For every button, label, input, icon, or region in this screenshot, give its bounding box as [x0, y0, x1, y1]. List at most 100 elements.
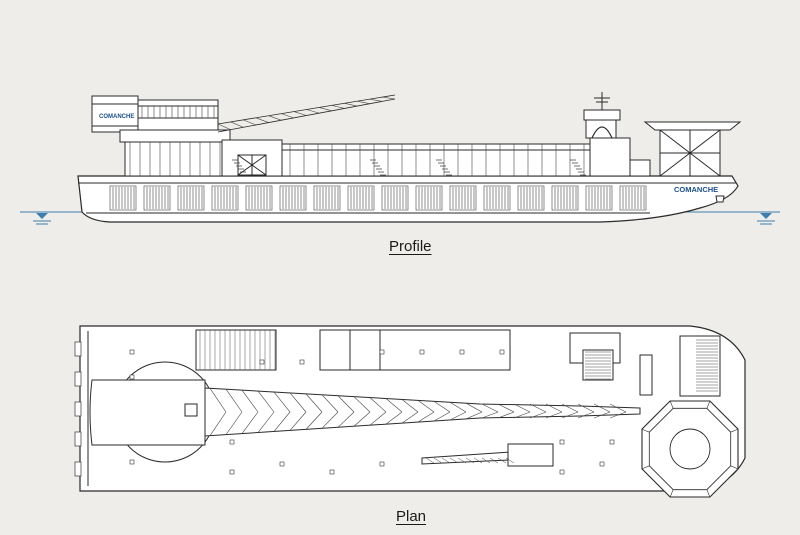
helideck-segment: [641, 428, 650, 433]
boom-plan-member: [561, 403, 579, 413]
plan-view: [74, 325, 746, 498]
boom-plan-member: [273, 391, 291, 413]
helideck-plan: [641, 400, 739, 498]
boom-plan-member: [289, 392, 307, 413]
bollard: [129, 374, 135, 380]
boom-plan-member: [337, 395, 355, 413]
boom-plan-member: [321, 394, 339, 413]
boom-plan-member: [465, 411, 483, 420]
helideck-touchdown-circle: [669, 428, 711, 470]
boom-truss-member: [243, 119, 257, 126]
aux-truss-member: [481, 457, 491, 464]
hull-panels: [109, 185, 647, 211]
boom-truss-member: [217, 123, 231, 130]
forward-house: [589, 137, 631, 177]
auxiliary-crane-base: [507, 443, 554, 467]
crane-boom-plan-truss: [209, 388, 627, 436]
boom-truss-member: [255, 117, 269, 123]
boom-plan-member: [369, 411, 387, 426]
boom-plan-member: [257, 390, 275, 413]
helideck-segment: [706, 489, 711, 498]
boom-plan-member: [593, 403, 611, 413]
hull-panel: [279, 185, 307, 211]
hull-panel: [585, 185, 613, 211]
boom-plan-member: [433, 401, 451, 413]
crane-boom-profile: [217, 94, 396, 133]
crane-boom-plan: [204, 387, 641, 437]
bollard: [299, 359, 305, 365]
boom-plan-member: [417, 400, 435, 413]
helideck-segment: [706, 400, 711, 409]
boom-plan-member: [257, 411, 275, 433]
boom-plan-member: [305, 411, 323, 430]
boom-plan-member: [513, 403, 531, 413]
boom-plan-member: [337, 411, 355, 428]
hull-panel: [313, 185, 341, 211]
hull-panel: [415, 185, 443, 211]
bollard: [419, 349, 425, 355]
boom-plan-member: [449, 411, 467, 421]
boom-plan-member: [401, 399, 419, 413]
boom-plan-member: [321, 411, 339, 429]
boom-truss-member: [293, 111, 307, 116]
boom-plan-member: [417, 411, 435, 423]
boom-plan-member: [529, 411, 547, 419]
boom-truss-member: [344, 102, 358, 107]
crane-lower-lines: [129, 142, 221, 176]
helideck-segment: [641, 465, 650, 470]
boom-plan-member: [609, 403, 627, 413]
boom-plan-member: [225, 411, 243, 435]
crane-lower-deck: [124, 141, 226, 177]
boom-plan-member: [497, 403, 515, 413]
bollard: [379, 461, 385, 467]
hull-panel: [211, 185, 239, 211]
boom-plan-member: [481, 403, 499, 413]
vessel-name-bow: COMANCHE: [674, 185, 718, 194]
aux-truss-member: [489, 457, 499, 464]
plan-caption: Plan: [396, 508, 427, 525]
fender: [74, 461, 82, 477]
fender: [74, 431, 82, 447]
boom-plan-member: [289, 411, 307, 431]
bollard: [609, 439, 615, 445]
aux-truss-member: [433, 457, 443, 464]
aux-truss-member: [425, 457, 435, 464]
profile-caption: Profile: [389, 238, 432, 255]
hull-panel: [483, 185, 511, 211]
boom-truss-member: [319, 107, 332, 112]
boom-plan-member: [241, 389, 259, 413]
helideck-outer: [641, 400, 739, 498]
bollard: [559, 439, 565, 445]
boom-plan-member: [561, 411, 579, 419]
aux-truss-member: [473, 457, 483, 464]
helideck-segment: [669, 400, 674, 409]
water-marker-right: [757, 213, 775, 225]
boom-truss-member: [331, 105, 345, 109]
boom-plan-member: [369, 397, 387, 413]
plan-forward-stairs: [585, 351, 611, 380]
hull-panel: [517, 185, 545, 211]
boom-truss-member: [268, 115, 282, 121]
boom-plan-member: [449, 401, 467, 413]
boom-plan-member: [401, 411, 419, 424]
boom-plan-member: [497, 411, 515, 419]
fender: [74, 341, 82, 357]
boom-plan-member: [209, 388, 227, 413]
boom-plan-member: [593, 411, 611, 419]
boom-plan-member: [273, 411, 291, 432]
bollard: [229, 439, 235, 445]
anchor-icon: [715, 195, 725, 203]
boom-plan-member: [577, 403, 595, 413]
hull-panel: [449, 185, 477, 211]
helideck-segment: [730, 465, 739, 470]
bollard: [499, 349, 505, 355]
boom-plan-member: [209, 411, 227, 436]
bollard: [229, 469, 235, 475]
hull-panel: [347, 185, 375, 211]
plan-bow-stairs: [696, 339, 718, 392]
bollard: [599, 461, 605, 467]
fender: [74, 371, 82, 387]
bollard: [459, 349, 465, 355]
boom-plan-member: [353, 396, 371, 413]
aux-truss-member: [505, 457, 515, 464]
